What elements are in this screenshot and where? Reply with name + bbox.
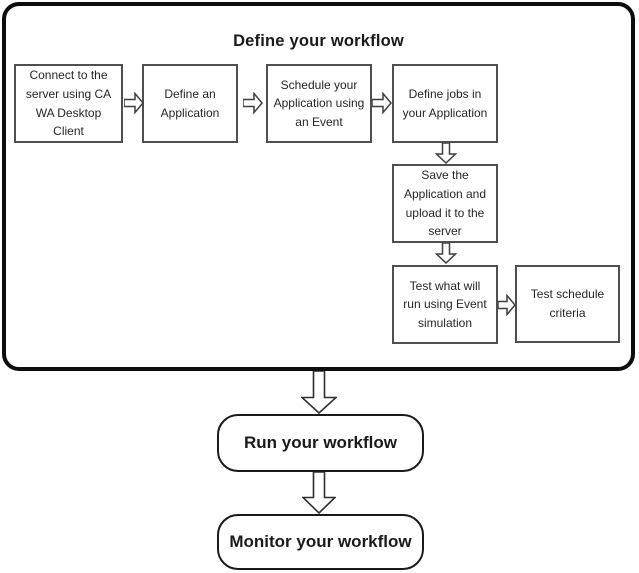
arrow-down-icon: [301, 371, 337, 414]
step-test-event-simulation: Test what will run using Event simulatio…: [392, 265, 498, 344]
arrow-right-icon: [372, 92, 392, 114]
arrow-right-icon: [124, 92, 144, 114]
arrow-down-icon: [435, 143, 457, 164]
step-connect-to-server: Connect to the server using CA WA Deskto…: [14, 64, 123, 143]
run-workflow-node: Run your workflow: [217, 414, 424, 472]
arrow-right-icon: [243, 92, 263, 114]
arrow-down-icon: [302, 472, 336, 514]
define-workflow-container: Define your workflow: [2, 2, 635, 371]
step-schedule-application: Schedule your Application using an Event: [266, 64, 372, 143]
arrow-right-icon: [498, 294, 516, 316]
container-title: Define your workflow: [233, 32, 404, 50]
step-define-application: Define an Application: [142, 64, 238, 143]
step-define-jobs: Define jobs in your Application: [392, 64, 498, 143]
step-save-upload: Save the Application and upload it to th…: [392, 164, 498, 243]
arrow-down-icon: [435, 243, 457, 264]
step-test-schedule-criteria: Test schedule criteria: [515, 265, 620, 343]
monitor-workflow-node: Monitor your workflow: [217, 514, 424, 570]
